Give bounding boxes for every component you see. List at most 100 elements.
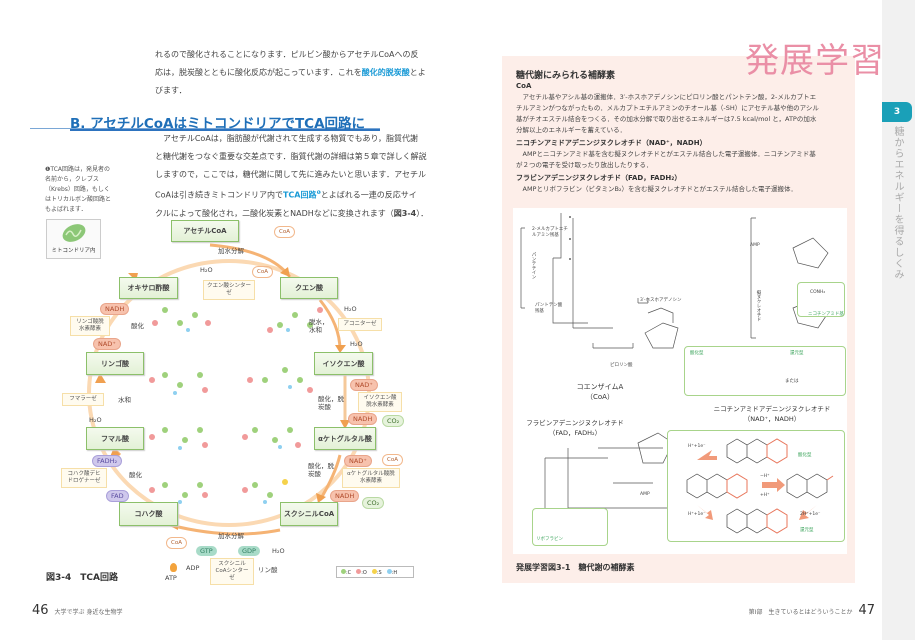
book-title: 大学で学ぶ 身近な生物学: [54, 609, 123, 616]
nadh-badge: NADH: [100, 303, 130, 315]
atom-legend: :C :O :S :H: [336, 566, 414, 578]
nad-redox-box: [684, 346, 846, 396]
legend-item-h: :H: [386, 568, 398, 576]
heading-rule: [30, 128, 380, 129]
text-line: と糖代謝をつなぐ重要な交差点です．脂質代謝の詳細は第５章で詳しく解説: [155, 152, 427, 161]
label-riboflavin: リボフラビン: [536, 537, 563, 542]
label-pantothenic: パントテン酸残基: [535, 303, 563, 314]
text-line: しますので，ここでは，糖代謝に関して先に進みたいと思います．アセチル: [155, 170, 426, 179]
node-isocitrate: イソクエン酸: [314, 352, 373, 375]
label-oxidized: 酸化型: [690, 351, 704, 356]
text-segment: とよばれる一連の反応サイ: [320, 190, 417, 200]
section-title-fad: フラビンアデニンジヌクレオチド（FAD，FADH₂）: [516, 174, 682, 182]
label-atp: ATP: [165, 574, 177, 582]
page-number: 47: [858, 603, 875, 618]
node-malate: リンゴ酸: [86, 352, 144, 375]
text-line: AMPとニコチンアミド基を含む擬ヌクレオチドとがエステル結合した電子運搬体．ニコ…: [516, 150, 816, 158]
coa-name: コエンザイムA: [576, 383, 624, 391]
left-footer: 46 大学で学ぶ 身近な生物学: [32, 603, 122, 618]
node-citrate: クエン酸: [280, 277, 338, 299]
nadh-badge: NADH: [330, 490, 360, 502]
part-title: 第Ⅰ部 生きているとはどういうことか: [748, 609, 853, 616]
key-term: TCA回路: [282, 190, 317, 200]
node-succinyl-coa: スクシニルCoA: [280, 502, 338, 526]
nicotinamide-box: [797, 282, 845, 317]
chapter-tab[interactable]: 3: [882, 102, 912, 122]
riboflavin-box: [532, 508, 608, 546]
text-line: 基がチオエステル結合をつくる．その加水分解で取り出せるエネルギーは7.5 kca…: [516, 115, 817, 123]
co2-badge: CO₂: [382, 415, 405, 427]
mitochondria-label: ミトコンドリア内: [51, 248, 96, 254]
label-h2o: H₂O: [200, 266, 213, 274]
box-content: CoA アセチル基やアシル基の運搬体．3′-ホスホアデノシンにピロリン酸とパント…: [516, 81, 819, 195]
label-oxidative-decarboxylation: 酸化，脱炭酸: [318, 395, 344, 411]
label-phosphoadenosine: 3′-ホスホアデノシン: [640, 298, 682, 303]
atp-flame-icon: [170, 563, 177, 572]
fad-name: フラビンアデニンジヌクレオチド: [526, 419, 624, 427]
node-succinate: コハク酸: [119, 502, 178, 526]
node-oxaloacetate: オキサロ酢酸: [119, 277, 178, 299]
section-text: アセチル基やアシル基の運搬体．3′-ホスホアデノシンにピロリン酸とパントテン酸，…: [516, 92, 819, 136]
legend-label: :H: [391, 569, 398, 576]
node-alpha-ketoglutarate: αケトグルタル酸: [314, 427, 376, 450]
intro-paragraph: れるので酸化されることになります．ピルビン酸からアセチルCoAへの反 応は，脱炭…: [155, 46, 426, 100]
label-minus-h: −H⁺: [760, 474, 770, 479]
label-nicotinamide: ニコチンアミド基: [808, 312, 844, 317]
text-line: アセチルCoAは，脂肪酸が代謝されて生成する物質でもあり，脂質代謝: [155, 134, 418, 143]
label-plus-h: +H⁺: [760, 493, 770, 498]
label-h2o: H₂O: [272, 547, 285, 555]
key-term: 酸化的脱炭酸: [361, 68, 410, 77]
nad-badge: NAD⁺: [350, 379, 378, 391]
text-segment: CoAは引き続きミトコンドリア内で: [155, 190, 283, 200]
text-line: が２つの電子を受け取ったり放出したりする．: [516, 161, 653, 169]
nad-name: ニコチンアミドアデニンジヌクレオチド: [713, 405, 831, 413]
fad-abbr: （FAD，FADH₂）: [548, 429, 602, 437]
text-line: CoAは引き続きミトコンドリア内でTCA回路❶とよばれる一連の反応サイ: [155, 184, 428, 205]
label-phosphate: リン酸: [258, 566, 278, 574]
label-hydration: 水和: [118, 396, 131, 404]
text-line: アセチル基やアシル基の運搬体．3′-ホスホアデノシンにピロリン酸とパントテン酸，…: [516, 93, 817, 101]
label-coa: CoA: [274, 226, 295, 238]
legend-item-o: :O: [356, 568, 367, 576]
text-line: 応は，脱炭酸とともに酸化反応が起こっています．これを酸化的脱炭酸とよ: [155, 64, 426, 82]
label-pantetheine: パンテテイン: [531, 252, 536, 279]
section-title-coa: CoA: [516, 82, 532, 90]
chapter-sidebar: [882, 0, 915, 640]
label-pyrophosphate: ピロリン酸: [610, 363, 633, 368]
label-h2o: H₂O: [344, 305, 357, 313]
label-h2o: H₂O: [350, 340, 363, 348]
text-line: びます．: [155, 86, 187, 95]
fad-redox-box: [667, 430, 845, 542]
enzyme-citrate-synthase: クエン酸シンターゼ: [203, 280, 255, 300]
coa-label: コエンザイムA （CoA）: [570, 382, 630, 402]
label-oxidized: 酸化型: [798, 453, 812, 458]
text-segment: とよ: [409, 68, 426, 77]
advanced-study-badge: 発展学習: [745, 41, 885, 81]
fadh2-badge: FADH₂: [92, 455, 123, 467]
label-h-e: H⁺+1e⁻: [688, 444, 706, 449]
label-2h-e: 2H⁺+1e⁻: [800, 512, 821, 517]
text-segment: クルによって酸化され，二酸化炭素とNADHなどに変換されます（: [155, 208, 394, 218]
sidenote: ❶TCA回路は，発見者の名前から，クレブス（Krebs）回路，もしくはトリカルボ…: [45, 166, 112, 213]
label-oxidation: 酸化: [129, 471, 142, 479]
coa-abbr: （CoA）: [586, 393, 614, 401]
figure-reference[interactable]: 図3-4: [393, 208, 417, 218]
nad-badge: NAD⁺: [93, 338, 121, 350]
label-mercaptoethylamine: 2-メルカプトエチルアミン残基: [532, 227, 568, 238]
text-segment: 応は，脱炭酸とともに酸化反応が起こっています．これを: [155, 68, 362, 77]
legend-label: :O: [361, 569, 367, 576]
label-coa: CoA: [252, 266, 273, 278]
section-text: AMPとリボフラビン（ビタミンB₂）を含む擬ヌクレオチドとがエステル結合した電子…: [516, 184, 819, 195]
text-line: 分解以上のエネルギーを蓄えている．: [516, 126, 627, 134]
label-hydrolysis: 加水分解: [218, 247, 244, 255]
figure-caption: 図3-4 TCA回路: [46, 573, 118, 583]
nad-abbr: （NAD⁺，NADH）: [743, 415, 801, 423]
label-amp: AMP: [750, 243, 760, 248]
label-reduced: 還元型: [800, 528, 814, 533]
footnote-marker: ❶: [316, 190, 321, 196]
chapter-title-vertical: 糖からエネルギーを得るしくみ: [892, 126, 903, 280]
enzyme-malate-dehydrogenase: リンゴ酸脱水素酵素: [70, 316, 110, 336]
label-oxidative-decarboxylation: 酸化，脱炭酸: [308, 462, 334, 478]
gtp-badge: GTP: [196, 546, 217, 556]
nadh-badge: NADH: [348, 413, 378, 425]
